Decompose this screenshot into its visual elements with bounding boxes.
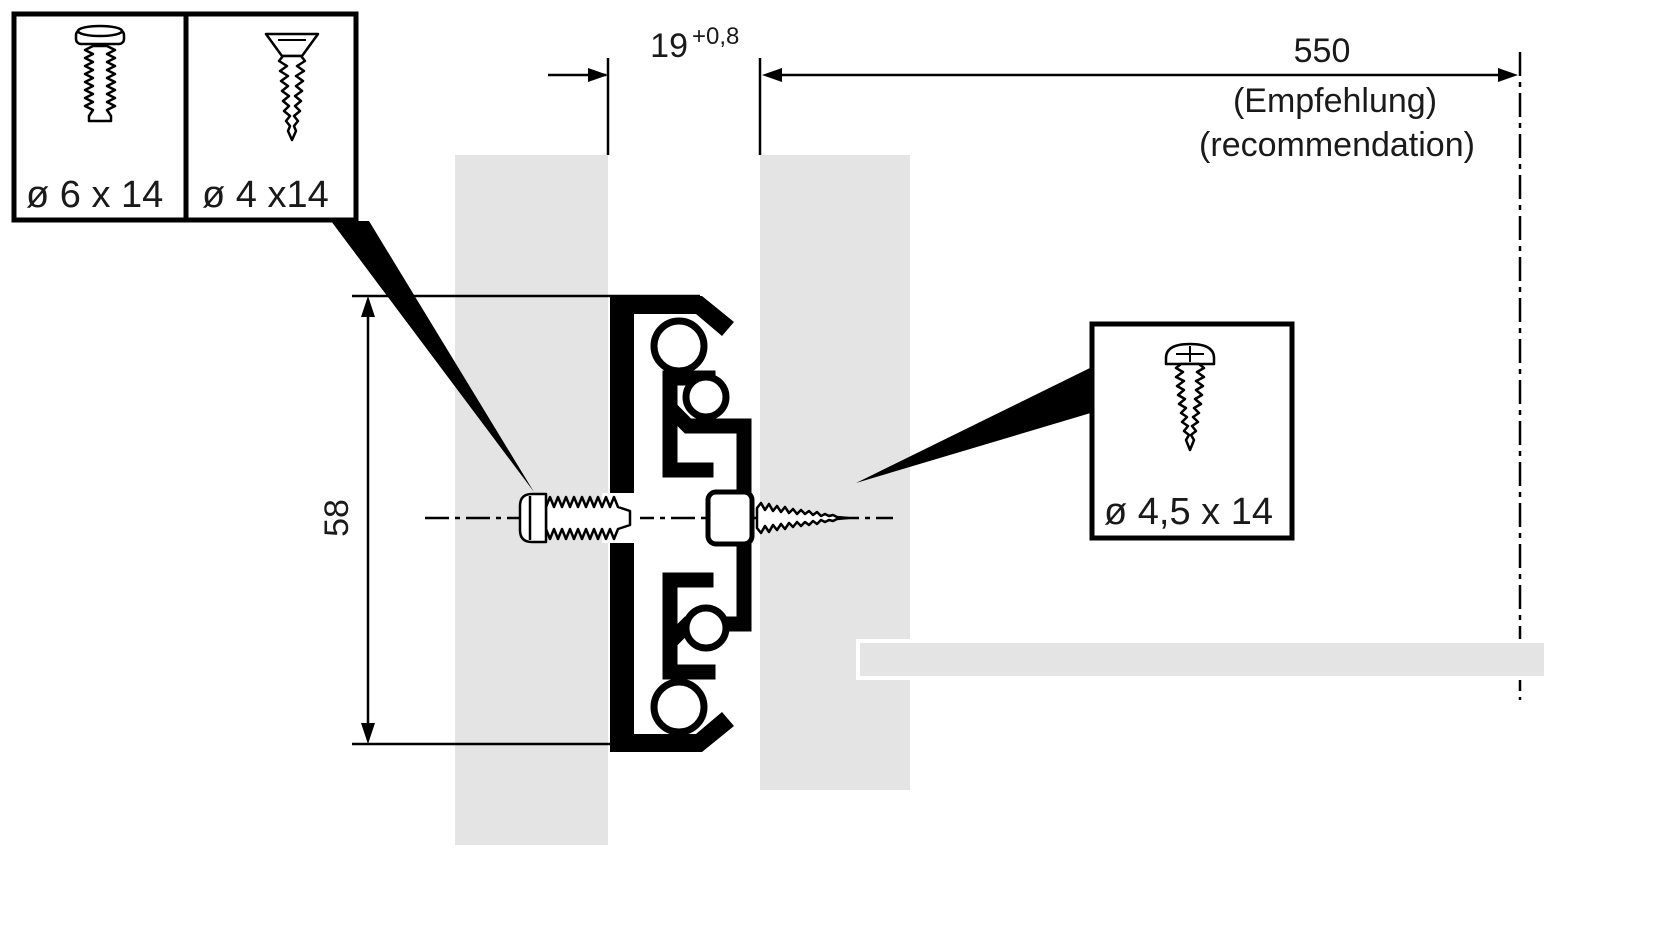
countersunk-screw-icon xyxy=(264,32,320,142)
right-mounting-screw xyxy=(755,501,850,535)
depth-arrowhead-right xyxy=(1498,68,1518,82)
ball-bearing-top-inner xyxy=(682,373,730,421)
height-arrowhead-top xyxy=(361,296,375,317)
drawer-slide-profile xyxy=(602,296,755,752)
dimension-height-58: 58 xyxy=(318,296,375,744)
leader-wedge-left-screws xyxy=(331,221,534,492)
pan-head-screw-box: ø 4,5 x 14 xyxy=(1089,321,1295,541)
countersunk-screw-label: ø 4 x14 xyxy=(202,174,329,216)
gap-dimension-tolerance: +0,8 xyxy=(692,23,739,50)
slide-inner-member-upper xyxy=(665,403,752,514)
depth-dimension-value: 550 xyxy=(1294,32,1351,70)
pan-head-screw-label: ø 4,5 x 14 xyxy=(1104,491,1273,533)
slide-middle-member-upper xyxy=(662,370,716,478)
dimension-gap-19: 19 +0,8 xyxy=(548,23,782,155)
screw-box-countersunk xyxy=(183,11,359,223)
gap-arrowhead-right xyxy=(762,68,782,82)
slide-outer-member xyxy=(610,296,734,752)
screw-reference-boxes: ø 6 x 14 ø 4 x14 xyxy=(11,11,359,223)
drawer-bottom-panel xyxy=(856,639,1548,680)
left-screw-thread xyxy=(544,495,632,541)
dimension-depth-550: 550 (Empfehlung) (recommendation) xyxy=(782,32,1518,164)
right-screw-thread xyxy=(755,501,850,535)
gap-arrowhead-left xyxy=(588,68,608,82)
pan-head-screw-icon xyxy=(1164,342,1216,452)
ball-bearing-bottom-inner xyxy=(682,604,730,652)
left-mounting-screw xyxy=(518,492,632,544)
depth-note-german: (Empfehlung) xyxy=(1233,82,1437,120)
euro-screw-icon xyxy=(74,24,126,123)
leader-wedge-right-screw xyxy=(856,366,1094,483)
depth-note-english: (recommendation) xyxy=(1199,126,1475,164)
euro-screw-label: ø 6 x 14 xyxy=(26,174,163,216)
height-arrowhead-bottom xyxy=(361,723,375,744)
height-dimension-value: 58 xyxy=(318,499,356,537)
screw-mount-insert xyxy=(705,489,755,547)
slide-middle-member-lower xyxy=(662,572,716,680)
gap-dimension-value: 19 xyxy=(650,27,688,65)
ball-bearing-bottom-outer xyxy=(650,678,708,736)
left-screw-head xyxy=(518,492,548,544)
ball-bearing-top-outer xyxy=(650,317,708,375)
